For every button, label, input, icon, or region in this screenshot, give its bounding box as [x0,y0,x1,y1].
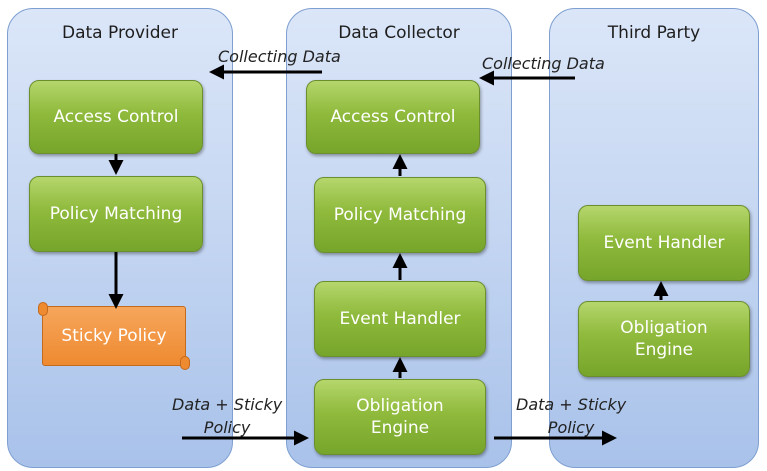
label-data-sticky-right-line2: Policy [547,418,595,438]
label-data-sticky-left-line2: Policy [203,418,251,438]
collector-event-handler-label: Event Handler [339,308,461,329]
sticky-policy-label: Sticky Policy [61,326,167,346]
lane-title-data-collector: Data Collector [338,23,460,43]
collector-policy-matching-box: Policy Matching [314,177,486,253]
third-party-event-handler-label: Event Handler [603,232,725,253]
provider-policy-matching-label: Policy Matching [49,203,183,224]
collector-obligation-engine-label-line2: Engine [370,418,430,438]
collector-access-control-box: Access Control [306,80,480,154]
collector-access-control-label: Access Control [330,106,456,127]
sticky-policy-scroll: Sticky Policy [38,300,190,372]
label-data-sticky-left: Data + Sticky Policy [172,393,282,439]
label-data-sticky-right: Data + Sticky Policy [516,393,626,439]
third-party-obligation-engine-label-line2: Engine [634,340,694,360]
collector-obligation-engine-label-line1: Obligation [356,395,444,416]
lane-title-third-party: Third Party [607,23,701,43]
collector-policy-matching-label: Policy Matching [333,204,467,225]
third-party-event-handler-box: Event Handler [578,205,750,281]
provider-access-control-label: Access Control [53,106,179,127]
lane-title-data-provider: Data Provider [62,23,178,43]
label-data-sticky-left-line1: Data + Sticky [172,395,283,414]
provider-access-control-box: Access Control [29,80,203,154]
third-party-obligation-engine-label-line1: Obligation [620,317,708,338]
sticky-policy-scroll-curl-right [180,356,190,370]
label-collecting-data-right: Collecting Data [482,54,605,73]
sticky-policy-scroll-curl-left [38,302,48,316]
collector-event-handler-box: Event Handler [314,281,486,357]
label-data-sticky-right-line1: Data + Sticky [516,395,627,414]
collector-obligation-engine-box: Obligation Engine [314,379,486,455]
provider-policy-matching-box: Policy Matching [29,176,203,252]
label-collecting-data-left: Collecting Data [218,47,341,66]
sticky-policy-scroll-body [42,306,186,366]
third-party-obligation-engine-box: Obligation Engine [578,301,750,377]
